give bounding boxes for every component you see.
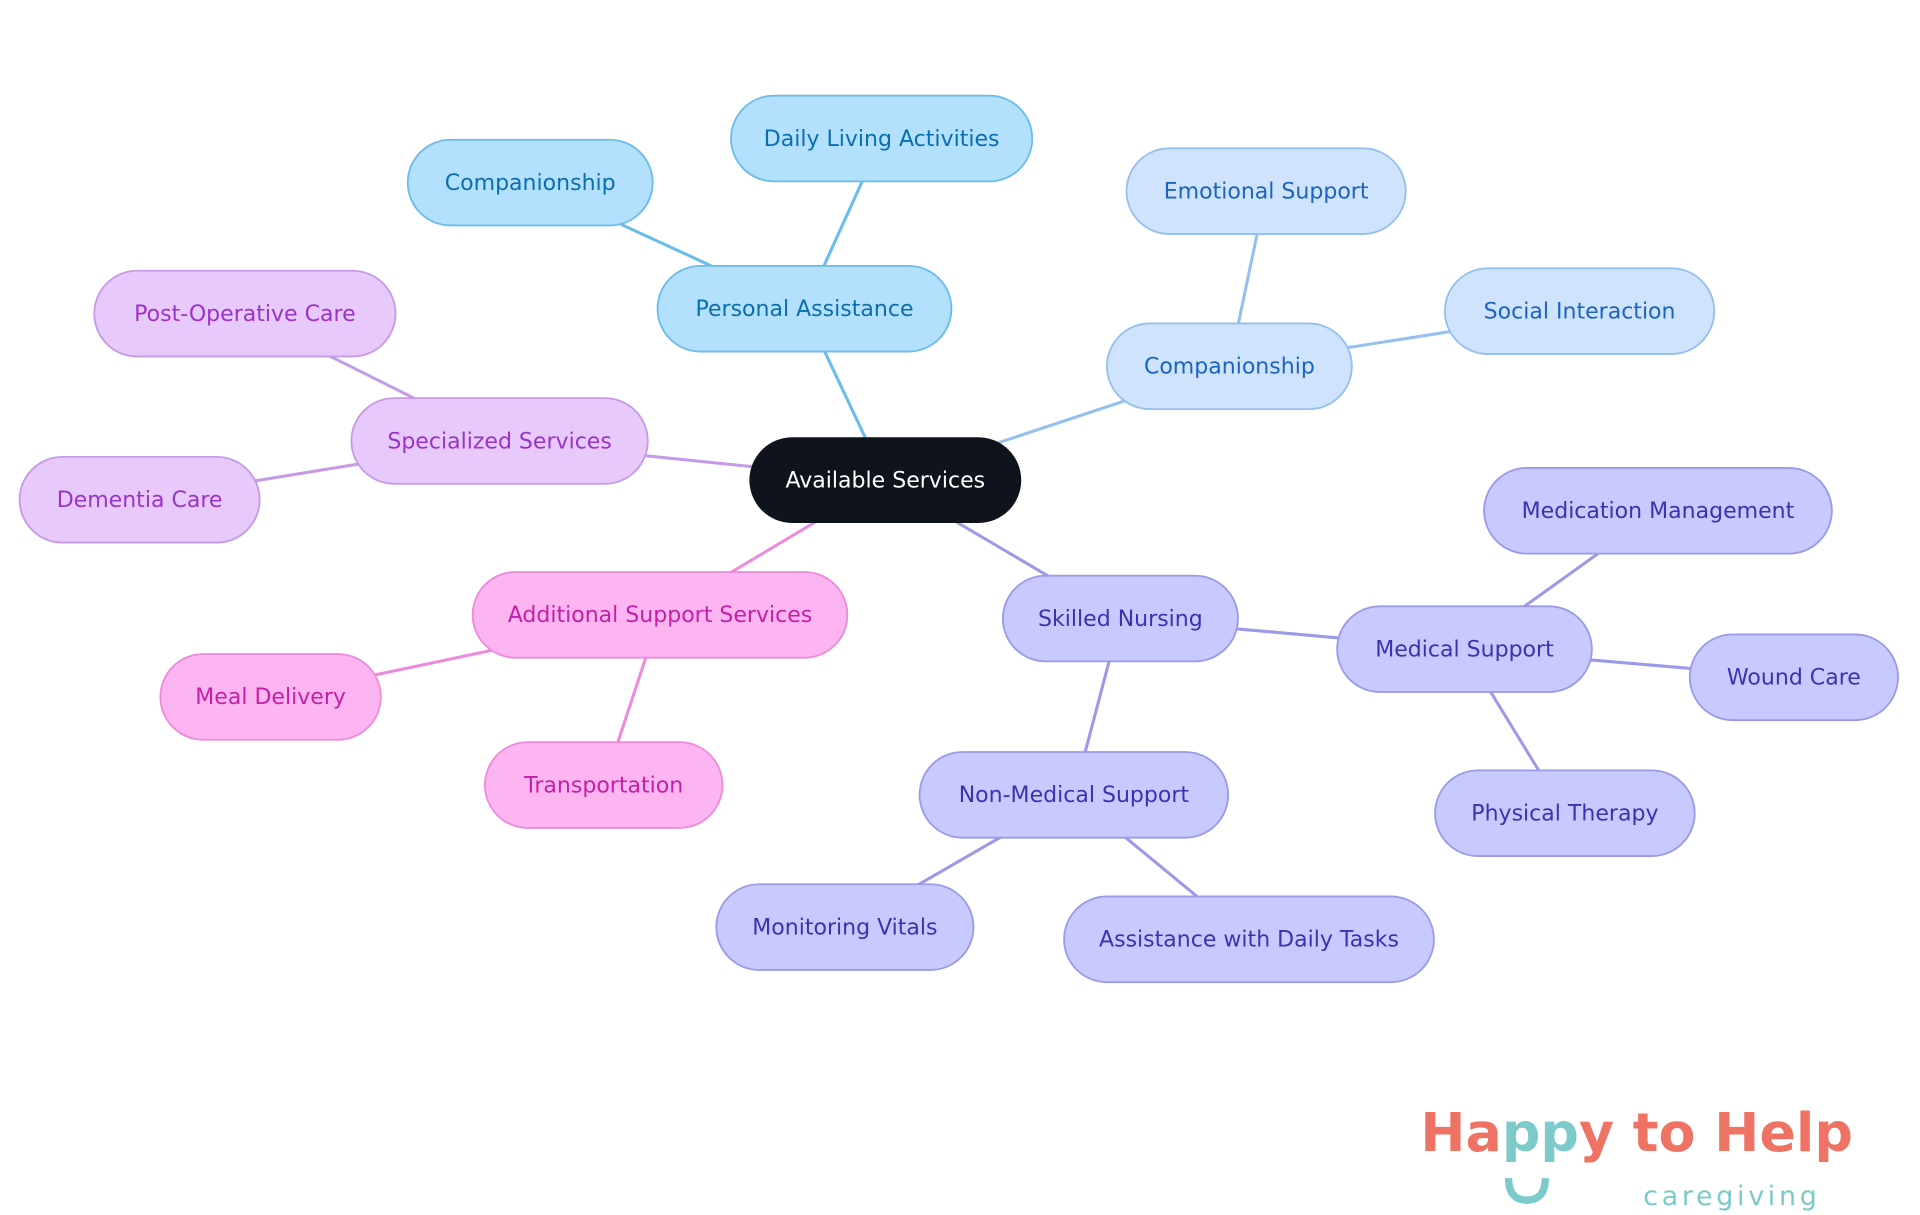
node-non-medical-support[interactable]: Non-Medical Support <box>918 751 1230 839</box>
node-label: Wound Care <box>1727 666 1861 691</box>
node-shape <box>406 138 654 227</box>
node-label: Companionship <box>1144 355 1315 380</box>
smile-icon <box>1504 1177 1549 1204</box>
node-shape <box>1001 574 1239 663</box>
node-skilled-nursing[interactable]: Skilled Nursing <box>1001 574 1239 663</box>
node-label: Skilled Nursing <box>1038 607 1203 632</box>
node-shape <box>749 437 1022 524</box>
node-label: Transportation <box>523 773 683 798</box>
node-post-operative-care[interactable]: Post-Operative Care <box>93 269 397 358</box>
node-shape <box>1688 633 1899 722</box>
node-shape <box>18 455 261 544</box>
node-physical-therapy[interactable]: Physical Therapy <box>1434 769 1696 857</box>
node-shape <box>1106 322 1353 411</box>
node-shape <box>93 269 397 358</box>
node-specialized-services[interactable]: Specialized Services <box>350 397 649 485</box>
node-label: Personal Assistance <box>695 297 913 322</box>
node-label: Additional Support Services <box>508 603 813 628</box>
node-label: Social Interaction <box>1484 300 1676 325</box>
node-shape <box>1125 147 1407 235</box>
logo: Happy to Help caregiving <box>1420 1101 1853 1212</box>
node-shape <box>730 94 1034 183</box>
node-companionship[interactable]: Companionship <box>406 138 654 227</box>
node-meal-delivery[interactable]: Meal Delivery <box>159 653 382 741</box>
node-label: Daily Living Activities <box>764 127 1000 152</box>
node-companionship[interactable]: Companionship <box>1106 322 1353 411</box>
node-dementia-care[interactable]: Dementia Care <box>18 455 261 544</box>
node-daily-living-activities[interactable]: Daily Living Activities <box>730 94 1034 183</box>
node-shape <box>471 571 849 659</box>
node-available-services[interactable]: Available Services <box>749 437 1022 524</box>
node-shape <box>1483 466 1833 555</box>
node-wound-care[interactable]: Wound Care <box>1688 633 1899 722</box>
node-label: Dementia Care <box>57 488 223 513</box>
node-label: Medication Management <box>1522 499 1795 524</box>
node-shape <box>656 264 953 353</box>
node-emotional-support[interactable]: Emotional Support <box>1125 147 1407 235</box>
node-label: Post-Operative Care <box>134 302 355 327</box>
logo-subtext: caregiving <box>1643 1181 1820 1212</box>
logo-text: Happy to Help <box>1420 1101 1853 1164</box>
node-label: Physical Therapy <box>1471 802 1658 827</box>
node-monitoring-vitals[interactable]: Monitoring Vitals <box>715 883 975 971</box>
node-shape <box>1063 895 1435 984</box>
node-label: Available Services <box>785 469 985 494</box>
node-personal-assistance[interactable]: Personal Assistance <box>656 264 953 353</box>
node-medication-management[interactable]: Medication Management <box>1483 466 1833 555</box>
node-label: Companionship <box>445 171 616 196</box>
node-label: Monitoring Vitals <box>752 915 937 940</box>
node-shape <box>1336 605 1593 693</box>
node-transportation[interactable]: Transportation <box>483 741 724 829</box>
node-shape <box>918 751 1230 839</box>
node-shape <box>159 653 382 741</box>
node-shape <box>483 741 724 829</box>
node-shape <box>1434 769 1696 857</box>
node-label: Emotional Support <box>1164 180 1369 205</box>
node-label: Medical Support <box>1375 637 1554 662</box>
node-assistance-with-daily-tasks[interactable]: Assistance with Daily Tasks <box>1063 895 1435 984</box>
node-shape <box>350 397 649 485</box>
node-label: Specialized Services <box>387 429 612 454</box>
node-label: Non-Medical Support <box>959 783 1190 808</box>
node-medical-support[interactable]: Medical Support <box>1336 605 1593 693</box>
node-label: Meal Delivery <box>195 685 346 710</box>
node-additional-support-services[interactable]: Additional Support Services <box>471 571 849 659</box>
node-label: Assistance with Daily Tasks <box>1099 928 1399 953</box>
node-shape <box>1443 267 1716 355</box>
node-social-interaction[interactable]: Social Interaction <box>1443 267 1716 355</box>
node-shape <box>715 883 975 971</box>
